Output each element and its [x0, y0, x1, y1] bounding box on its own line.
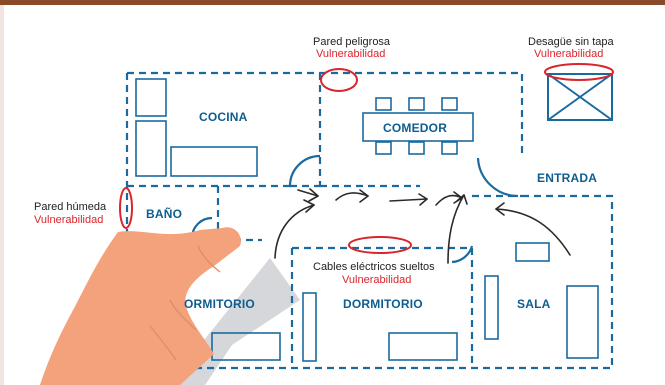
left-border: [0, 5, 4, 385]
evacuation-arrow-icon: [274, 188, 571, 264]
vulnerability-markers: [119, 63, 614, 254]
marker-cables: [348, 236, 412, 254]
callout-pared-humeda-title: Pared húmeda: [34, 201, 107, 213]
furniture: [135, 78, 599, 362]
room-bano: BAÑO: [146, 207, 183, 221]
callout-pared-humeda-tag: Vulnerabilidad: [34, 214, 104, 226]
room-entrada: ENTRADA: [537, 171, 598, 185]
top-border: [0, 0, 665, 5]
hand-pointing-icon: [40, 227, 241, 385]
room-dormitorio-left: ORMITORIO: [184, 297, 255, 311]
marker-desague: [544, 63, 614, 81]
callout-cables-title: Cables eléctricos sueltos: [313, 261, 435, 273]
doors: [190, 154, 519, 264]
drain-icon: [547, 73, 613, 121]
marker-pared-peligrosa: [320, 68, 358, 92]
callout-pared-peligrosa-title: Pared peligrosa: [313, 36, 391, 48]
callout-desague-title: Desagüe sin tapa: [528, 36, 614, 48]
room-dormitorio-center: DORMITORIO: [343, 297, 423, 311]
room-sala: SALA: [517, 297, 551, 311]
callout-pared-peligrosa-tag: Vulnerabilidad: [316, 48, 386, 60]
room-cocina: COCINA: [199, 110, 248, 124]
callout-desague-tag: Vulnerabilidad: [534, 48, 604, 60]
callout-cables-tag: Vulnerabilidad: [342, 274, 412, 286]
marker-pared-humeda: [119, 187, 133, 229]
room-comedor: COMEDOR: [383, 121, 448, 135]
